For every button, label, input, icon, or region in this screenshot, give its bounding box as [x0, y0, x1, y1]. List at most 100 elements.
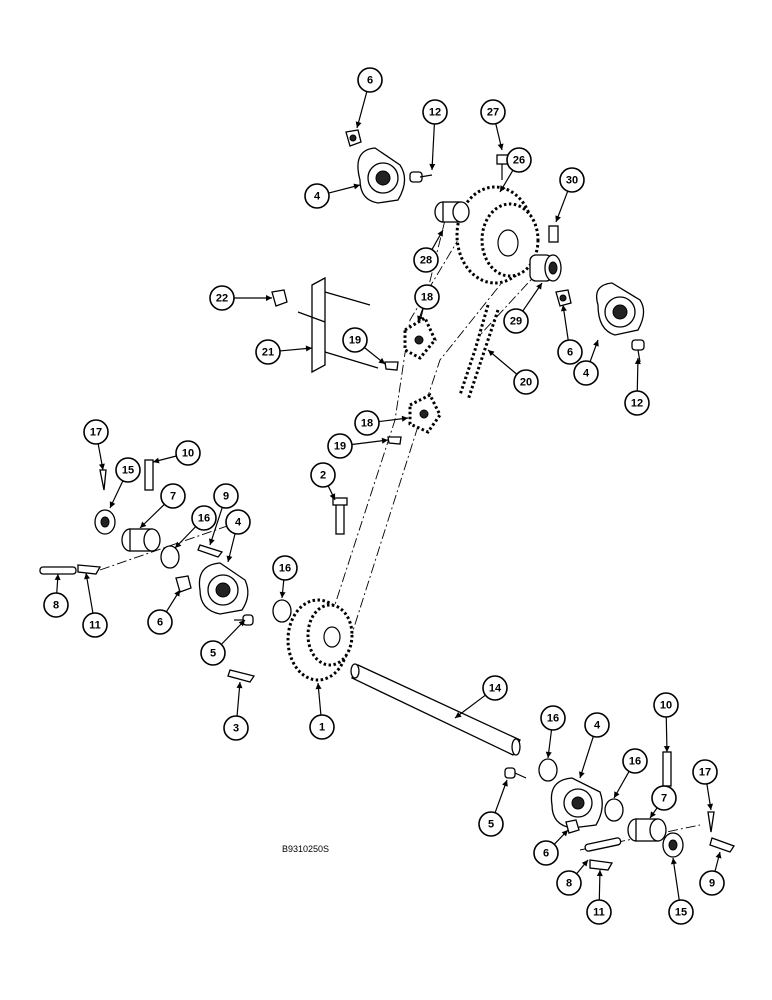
callout-circle	[310, 462, 336, 488]
callout-arrowhead	[715, 852, 722, 859]
callout-16: 16	[540, 705, 566, 759]
callout-circle	[354, 410, 380, 436]
callout-4: 4	[578, 712, 610, 779]
spacer-28	[434, 201, 470, 223]
callout-circle	[414, 284, 440, 310]
left-clip-17	[99, 469, 107, 491]
left-pin-8	[39, 566, 77, 575]
right-clip-17	[707, 811, 715, 833]
bolt-12-right	[631, 339, 645, 363]
callout-3: 3	[223, 681, 249, 741]
callout-11: 11	[586, 869, 612, 925]
callout-arrowhead	[266, 295, 272, 301]
callout-arrowhead	[174, 590, 180, 597]
callout-circle	[309, 714, 335, 740]
right-washer-16b	[604, 798, 624, 822]
right-pin-10	[662, 751, 672, 787]
flange-bearing-top	[357, 147, 406, 204]
callout-circle	[651, 785, 677, 811]
callout-arrowhead	[236, 682, 243, 689]
callout-18: 18	[354, 410, 409, 436]
drive-shaft	[350, 663, 521, 756]
idler-sprocket-upper	[403, 315, 437, 360]
callout-30: 30	[555, 167, 585, 223]
callout-14: 14	[454, 675, 508, 719]
callout-circle	[480, 99, 506, 125]
callout-number: 6	[157, 617, 163, 629]
callout-circle	[422, 99, 448, 125]
callout-circle	[255, 339, 281, 365]
callout-arrowhead	[670, 858, 677, 865]
callout-7: 7	[139, 483, 186, 529]
callout-number: 30	[566, 175, 578, 187]
callout-29: 29	[503, 282, 543, 334]
callout-leader	[431, 123, 435, 171]
callout-arrowhead	[455, 712, 462, 718]
callout-16: 16	[272, 555, 298, 599]
callout-6: 6	[147, 589, 181, 635]
callout-17: 17	[692, 759, 718, 811]
callout-leader	[209, 507, 223, 546]
callout-circle	[624, 390, 650, 416]
callout-number: 18	[361, 418, 373, 430]
callout-leader	[672, 857, 680, 901]
callout-number: 21	[262, 347, 274, 359]
callout-number: 16	[629, 756, 641, 768]
callout-number: 6	[367, 75, 373, 87]
callout-circle	[115, 457, 141, 483]
callout-number: 10	[182, 448, 194, 460]
callout-6: 6	[355, 67, 383, 129]
callout-number: 15	[122, 465, 134, 477]
callout-arrowhead	[560, 305, 567, 312]
callout-number: 14	[489, 683, 502, 695]
callout-circle	[82, 612, 108, 638]
callout-arrowhead	[707, 803, 714, 810]
callout-arrowhead	[500, 185, 506, 192]
pin-19-upper	[384, 361, 399, 371]
callout-arrowhead	[488, 350, 495, 357]
callout-circle	[482, 675, 508, 701]
setscrew-30	[548, 225, 559, 243]
callout-2: 2	[310, 462, 336, 501]
right-collar-7	[627, 818, 667, 842]
right-washer-16a	[538, 758, 558, 782]
callout-arrowhead	[401, 415, 408, 422]
callout-leader	[351, 439, 389, 446]
callout-number: 26	[513, 155, 525, 167]
callout-arrowhead	[437, 230, 443, 237]
callout-6: 6	[533, 829, 569, 866]
callout-number: 6	[543, 848, 549, 860]
callout-10: 10	[152, 440, 201, 466]
right-washer-15	[662, 832, 684, 858]
callout-arrowhead	[545, 751, 552, 758]
bolt-2	[332, 497, 348, 535]
callout-arrowhead	[536, 283, 542, 290]
flange-bearing-left	[198, 562, 249, 615]
callout-circle	[557, 339, 583, 365]
callout-arrowhead	[175, 541, 182, 548]
callout-number: 12	[429, 107, 441, 119]
callout-circle	[175, 440, 201, 466]
callout-6: 6	[557, 304, 583, 365]
callout-arrowhead	[596, 870, 603, 877]
callout-circle	[83, 419, 109, 445]
callout-27: 27	[480, 99, 506, 151]
callout-arrowhead	[355, 121, 362, 128]
callout-number: 29	[510, 316, 522, 328]
callout-circle	[586, 899, 612, 925]
callout-leader	[579, 736, 594, 779]
callout-arrowhead	[578, 771, 585, 778]
callout-number: 22	[216, 293, 228, 305]
callout-number: 4	[583, 368, 590, 380]
callout-circle	[503, 308, 529, 334]
left-cotter-9	[197, 544, 224, 558]
pin-19-lower	[387, 436, 402, 445]
callout-10: 10	[653, 692, 679, 753]
callout-circle	[533, 840, 559, 866]
flange-bearing-lower-right	[550, 777, 603, 829]
callout-circle	[699, 870, 725, 896]
callout-arrowhead	[381, 437, 388, 444]
callout-number: 12	[631, 398, 643, 410]
right-bolt-5	[504, 767, 527, 779]
